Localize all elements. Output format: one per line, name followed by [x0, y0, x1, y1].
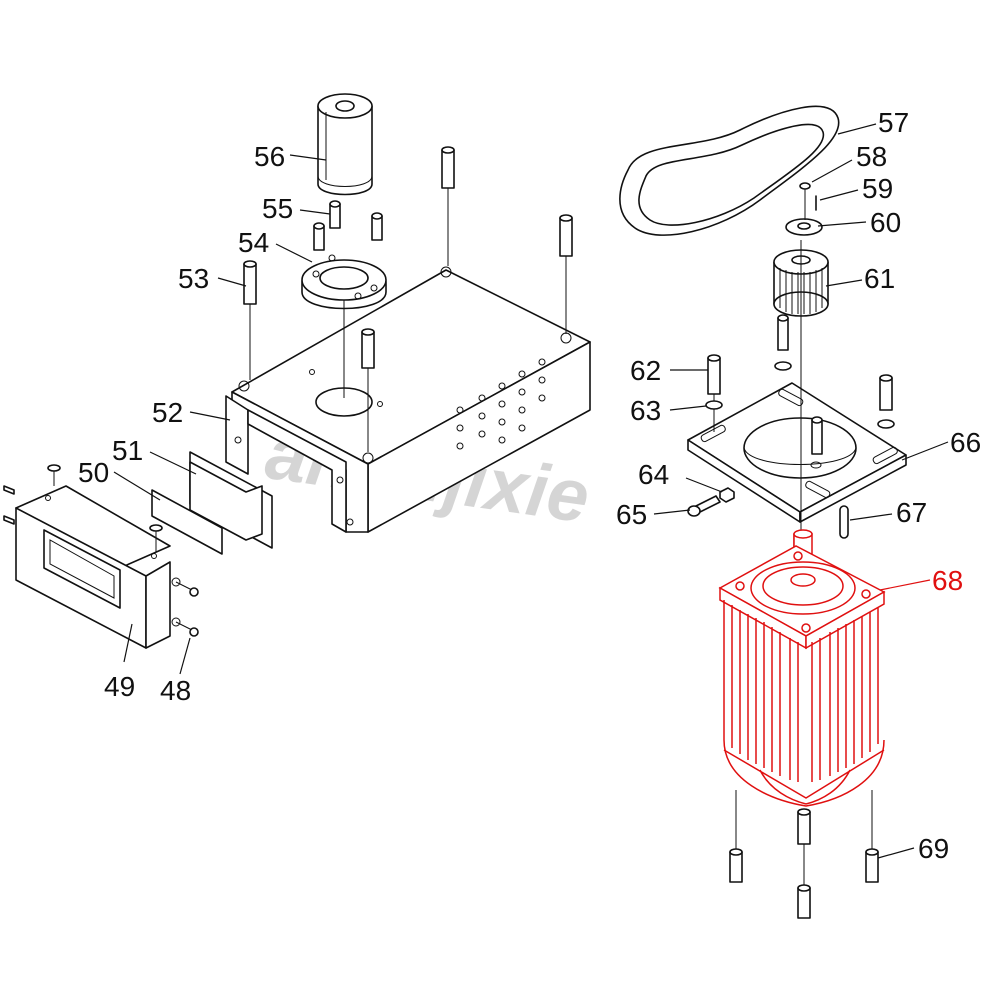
callout-52: 52 — [152, 397, 183, 428]
callout-48: 48 — [160, 675, 191, 706]
window-film — [151, 489, 223, 555]
leader-lines — [113, 123, 949, 859]
hex-bolt — [687, 495, 721, 517]
plate-screw-inner — [811, 416, 823, 455]
motor-mount-plate — [687, 382, 907, 523]
servo-motor-highlighted — [718, 529, 886, 807]
mount-flange — [301, 254, 387, 398]
motor-bolts — [729, 790, 879, 919]
callout-54: 54 — [238, 227, 269, 258]
callout-62: 62 — [630, 355, 661, 386]
display-cover-box — [15, 485, 171, 649]
callout-labels: 48 49 50 51 52 53 54 55 56 57 58 59 60 6… — [78, 107, 981, 864]
display-pcb — [189, 451, 273, 549]
callout-63: 63 — [630, 395, 661, 426]
callout-69: 69 — [918, 833, 949, 864]
pulley-screw — [799, 182, 811, 220]
callout-68: 68 — [932, 565, 963, 596]
callout-58: 58 — [856, 141, 887, 172]
callout-64: 64 — [638, 459, 669, 490]
callout-65: 65 — [616, 499, 647, 530]
callout-51: 51 — [112, 435, 143, 466]
callout-67: 67 — [896, 497, 927, 528]
plate-screw-center — [774, 314, 792, 371]
drive-belt — [619, 105, 840, 236]
housing-screws — [243, 146, 573, 452]
coupling-sleeve — [317, 93, 373, 196]
callout-59: 59 — [862, 173, 893, 204]
plate-screw-right — [877, 374, 895, 429]
plate-screw-left — [705, 354, 723, 432]
callout-57: 57 — [878, 107, 909, 138]
callout-50: 50 — [78, 457, 109, 488]
callout-66: 66 — [950, 427, 981, 458]
pulley-washer — [785, 218, 823, 236]
front-bracket — [225, 395, 354, 533]
callout-60: 60 — [870, 207, 901, 238]
callout-56: 56 — [254, 141, 285, 172]
box-screws — [3, 464, 199, 637]
flange-screws — [313, 200, 383, 251]
hex-nut — [719, 487, 735, 503]
callout-49: 49 — [104, 671, 135, 702]
callout-53: 53 — [178, 263, 209, 294]
callout-61: 61 — [864, 263, 895, 294]
vent-holes — [456, 358, 546, 450]
motor-key — [839, 505, 849, 539]
callout-55: 55 — [262, 193, 293, 224]
